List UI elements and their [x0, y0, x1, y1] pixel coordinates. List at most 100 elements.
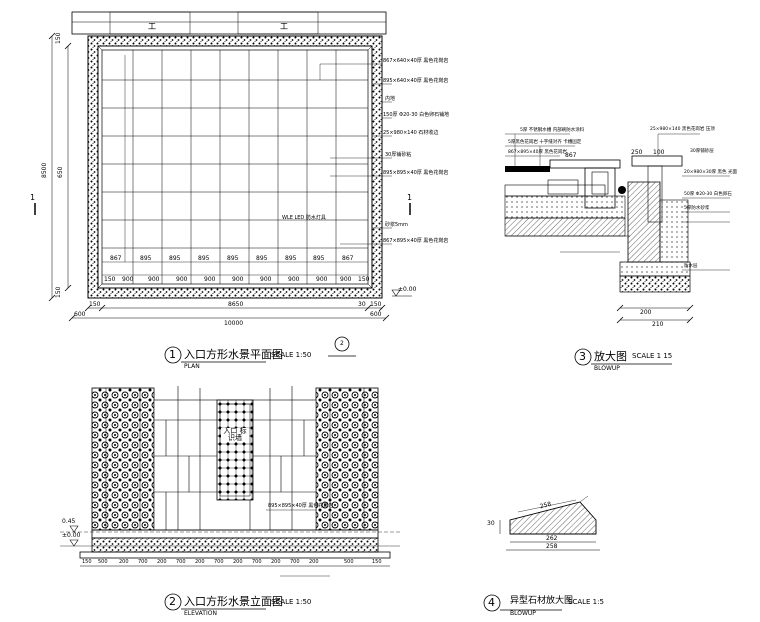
elevation-title: 入口方形水景立面图 [184, 595, 283, 608]
plan-grid2-dim: 150 [104, 276, 116, 283]
plan-title-marker [164, 346, 266, 364]
elevation-dim: 500 [344, 559, 354, 565]
plan-grid-dim: 895 [227, 255, 239, 262]
plan-grid2-dim: 900 [176, 276, 188, 283]
svg-text:1: 1 [407, 193, 412, 202]
plan-dim-right: 600 [370, 311, 382, 318]
plan-side-dim: 150 [55, 286, 62, 298]
plan-note: 内地 [385, 96, 396, 102]
plan-side-dim: 150 [55, 32, 62, 44]
stone-dim: 30 [487, 520, 495, 527]
stone-scale: SCALE 1:5 [568, 598, 604, 606]
plan-level: ±0.00 [398, 286, 417, 293]
blowup-dim: 250 [631, 149, 643, 156]
plan-grid2-dim: 900 [232, 276, 244, 283]
blowup-note: 30厚铺砂层 [690, 149, 714, 154]
elevation-dim: 200 [119, 559, 129, 565]
plan-side-dim: 650 [57, 166, 64, 178]
stone-dim: 258 [546, 543, 558, 550]
blowup-note: 防水层 [684, 264, 698, 269]
blowup-dim: 200 [640, 309, 652, 316]
elevation-title-marker [164, 593, 266, 611]
blowup-number: 3 [579, 350, 586, 363]
plan-grid2-dim: 900 [204, 276, 216, 283]
plan-grid-dim: 895 [256, 255, 268, 262]
plan-grid-start: 867 [110, 255, 122, 262]
elevation-dim: 700 [290, 559, 300, 565]
blowup-scale: SCALE 1 15 [632, 352, 673, 360]
plan-marker-number: 2 [340, 340, 344, 347]
blowup-note: 25×980×140 黑色花岗岩 压顶 [650, 127, 715, 132]
plan-side-dim: 8500 [41, 162, 48, 178]
elevation-dim: 150 [82, 559, 92, 565]
plan-note: 867×895×40厚 黑色花岗岩 [383, 238, 449, 244]
plan-note: 150厚 Φ20-30 白色卵石铺地 [383, 112, 450, 118]
plan-scale: SCALE 1:50 [271, 351, 312, 359]
stone-title: 异型石材放大图 [510, 596, 574, 606]
plan-grid2-dim: 150 [358, 276, 370, 283]
plan-grid2-dim: 900 [260, 276, 272, 283]
plan-note: 895×640×40厚 黑色花岗岩 [383, 78, 449, 84]
plan-dim-left: 600 [74, 311, 86, 318]
blowup-title: 放大图 [594, 350, 627, 363]
blowup-note: 5厚 不锈钢水槽 内部刷防水涂料 [520, 128, 585, 133]
svg-text:工: 工 [280, 22, 288, 31]
elevation-dim: 200 [157, 559, 167, 565]
blowup-note: 20×980×30厚 黑色 光面 [684, 170, 737, 175]
plan-title: 入口方形水景平面图 [184, 348, 283, 361]
plan-grid-dim: 867 [342, 255, 354, 262]
elevation-dim: 700 [138, 559, 148, 565]
plan-note: 867×640×40厚 黑色花岗岩 [383, 58, 449, 64]
blowup-note: 867×895×40厚 黑色花岗岩 [508, 150, 567, 155]
elevation-level: 0.45 [62, 518, 76, 525]
stone-dim: 262 [546, 535, 558, 542]
stone-number: 4 [488, 596, 495, 609]
plan-view: 工 工 [30, 11, 412, 357]
blowup-note: 50厚 Φ20-30 白色卵石 [684, 192, 732, 197]
blowup-dim: 210 [652, 321, 664, 328]
elevation-dim: 500 [98, 559, 108, 565]
plan-note: 砂浆5mm [385, 222, 408, 228]
plan-grid-dim: 895 [313, 255, 325, 262]
elevation-dim: 200 [271, 559, 281, 565]
elevation-center-label: 入口 标识墙 [221, 428, 249, 442]
plan-grid2-dim: 900 [122, 276, 134, 283]
elevation-dim: 200 [233, 559, 243, 565]
plan-grid-dim: 895 [285, 255, 297, 262]
elevation-dim: 700 [176, 559, 186, 565]
plan-dim-center: 8650 [228, 301, 244, 308]
elevation-dim: 200 [309, 559, 319, 565]
svg-text:1: 1 [30, 193, 35, 202]
plan-dim-total: 10000 [224, 320, 244, 327]
plan-dim-right-b: 150 [370, 301, 382, 308]
elevation-note: 895×895×40厚 黑色花岗岩 [268, 503, 334, 509]
plan-center-note: WLE LED 防水灯具 [282, 215, 326, 221]
elevation-level: ±0.00 [62, 532, 81, 539]
stone-title-marker [483, 594, 562, 612]
plan-note: 30厚铺砂粘 [385, 152, 412, 158]
plan-grid2-dim: 900 [288, 276, 300, 283]
plan-grid-dim: 895 [140, 255, 152, 262]
plan-note: 895×895×40厚 黑色花岗岩 [383, 170, 449, 176]
elevation-number: 2 [169, 595, 176, 608]
plan-dim-left-coping: 150 [89, 301, 101, 308]
plan-subtitle: PLAN [184, 363, 200, 370]
elevation-scale: SCALE 1:50 [271, 598, 312, 606]
plan-note: 25×980×140 石材收边 [383, 130, 439, 136]
plan-grid-dim: 895 [169, 255, 181, 262]
plan-grid2-dim: 900 [316, 276, 328, 283]
elevation-dim: 700 [252, 559, 262, 565]
elevation-dim: 700 [214, 559, 224, 565]
elevation-subtitle: ELEVATION [184, 610, 217, 617]
plan-grid2-dim: 900 [340, 276, 352, 283]
blowup-note: 5厚黑色花岗岩 十字缝对齐 卡槽固定 [508, 140, 582, 145]
plan-dim-right-a: 30 [358, 301, 366, 308]
blowup-note: 5厚防水砂浆 [684, 206, 710, 211]
elevation-view [60, 386, 400, 577]
stone-detail [499, 495, 600, 551]
blowup-title-marker [574, 348, 672, 366]
elevation-dim: 200 [195, 559, 205, 565]
blowup-dim: 867 [565, 152, 577, 159]
plan-grid2-dim: 900 [148, 276, 160, 283]
